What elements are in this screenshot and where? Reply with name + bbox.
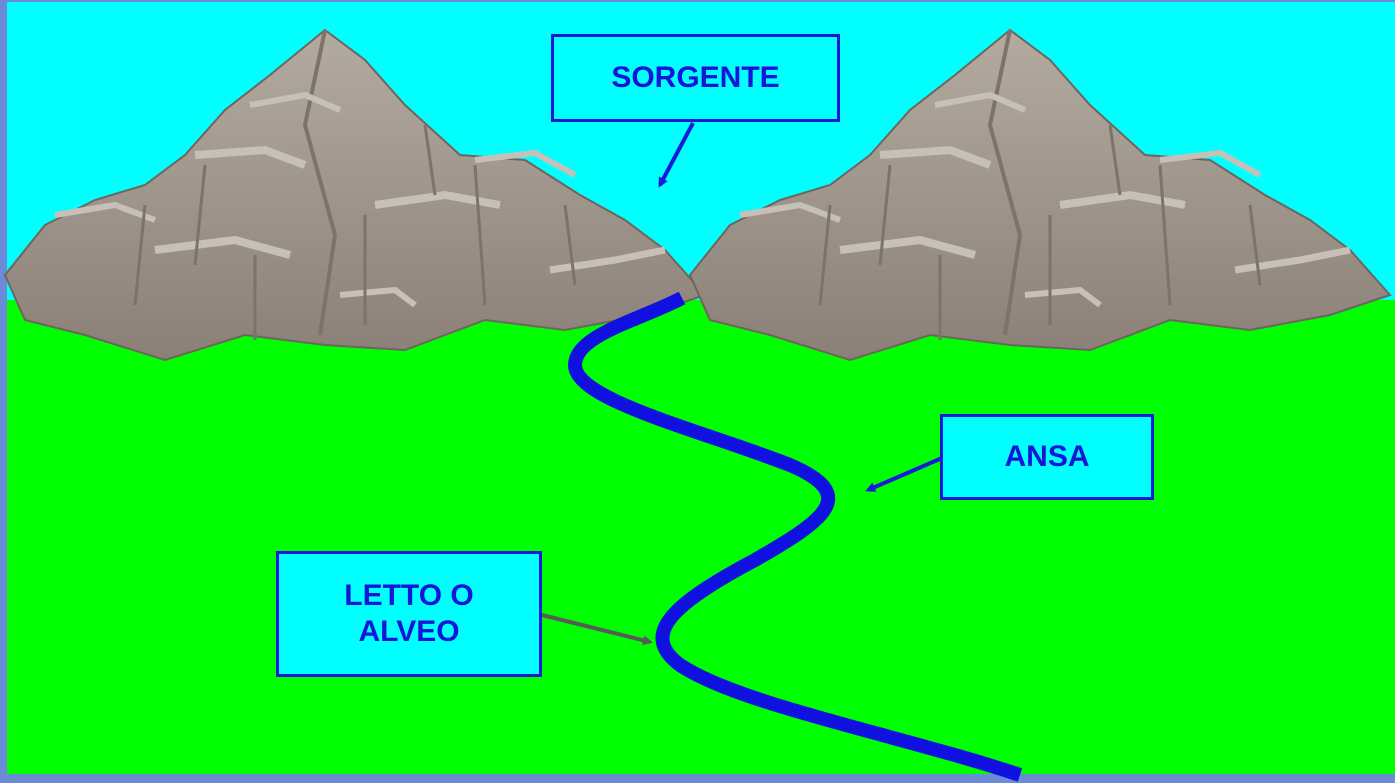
- river: [567, 291, 1023, 782]
- sorgente-arrow: [658, 122, 695, 188]
- ansa-arrow: [865, 456, 943, 492]
- letto-arrow: [541, 613, 653, 646]
- letto-alveo-label: LETTO O ALVEO: [276, 551, 542, 677]
- ansa-label: ANSA: [940, 414, 1154, 500]
- sorgente-label: SORGENTE: [551, 34, 840, 122]
- grass: [7, 300, 1395, 774]
